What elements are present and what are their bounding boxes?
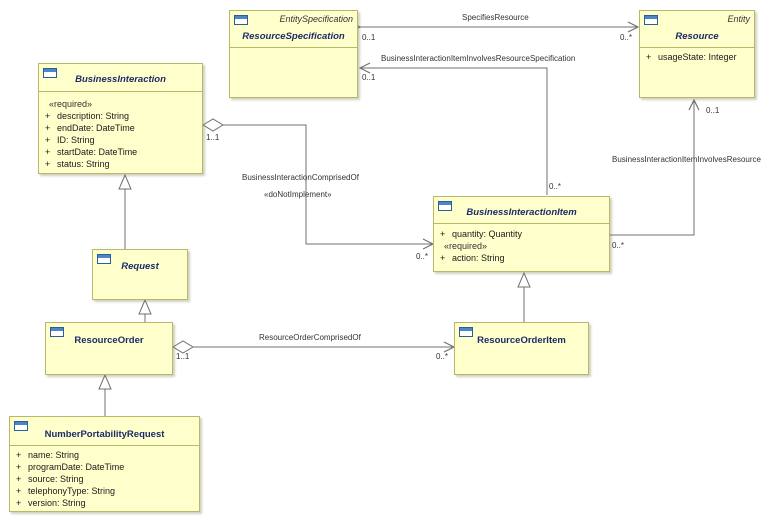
class-separator <box>230 47 357 48</box>
class-icon <box>50 327 64 337</box>
class-name: Resource <box>675 31 719 42</box>
class-icon <box>234 15 248 25</box>
class-business-interaction[interactable]: BusinessInteraction «required» +descript… <box>38 63 203 174</box>
class-attributes: +name: String +programDate: DateTime +so… <box>16 449 197 509</box>
class-icon <box>438 201 452 211</box>
attribute-row: +version: String <box>16 498 86 508</box>
bii-resource-spec-target-multiplicity: 0..* <box>549 182 562 191</box>
attribute-row: +endDate: DateTime <box>45 123 135 133</box>
class-icon <box>43 68 57 78</box>
class-resource-order-item[interactable]: ResourceOrderItem <box>454 322 589 375</box>
class-name: ResourceOrderItem <box>477 335 566 346</box>
class-stereotype: Entity <box>727 14 750 24</box>
class-resource-order[interactable]: ResourceOrder <box>45 322 173 375</box>
npr-generalization-triangle <box>98 373 112 390</box>
class-name: Request <box>121 261 159 272</box>
ro-comprised-of-source-multiplicity: 1..1 <box>176 352 190 361</box>
attribute-row: +telephonyType: String <box>16 486 116 496</box>
attribute-row: +programDate: DateTime <box>16 462 125 472</box>
roi-generalization-triangle <box>517 271 531 288</box>
attribute-row: +usageState: Integer <box>646 52 737 62</box>
bi-comprised-of-target-multiplicity: 0..* <box>416 252 429 261</box>
bii-resource-source-multiplicity: 0..1 <box>706 106 720 115</box>
class-business-interaction-item[interactable]: BusinessInteractionItem +quantity: Quant… <box>433 196 610 272</box>
class-separator <box>640 47 754 48</box>
bi-comprised-of-source-multiplicity: 1..1 <box>206 133 220 142</box>
specifies-resource-source-multiplicity: 0..1 <box>362 33 376 42</box>
class-number-portability-request[interactable]: NumberPortabilityRequest +name: String +… <box>9 416 200 512</box>
specifies-resource-target-multiplicity: 0..* <box>620 33 633 42</box>
class-attributes: «required» +description: String +endDate… <box>45 98 200 170</box>
attribute-row: +status: String <box>45 159 110 169</box>
class-icon <box>97 254 111 264</box>
attribute-row: +ID: String <box>45 135 95 145</box>
bii-resource-spec-source-multiplicity: 0..1 <box>362 73 376 82</box>
class-request[interactable]: Request <box>92 249 188 300</box>
class-separator <box>39 91 202 92</box>
class-icon <box>459 327 473 337</box>
class-name: ResourceSpecification <box>242 31 345 42</box>
class-name: NumberPortabilityRequest <box>44 429 165 440</box>
bi-aggregation-diamond <box>202 118 224 132</box>
bii-resource-spec-line[interactable] <box>360 68 548 195</box>
bii-resource-target-multiplicity: 0..* <box>612 241 625 250</box>
attribute-row: +source: String <box>16 474 84 484</box>
constraint-label: «required» <box>49 99 93 109</box>
resource-order-generalization-triangle <box>138 298 152 315</box>
class-icon <box>644 15 658 25</box>
class-name: BusinessInteraction <box>75 74 166 85</box>
bi-comprised-of-label: BusinessInteractionComprisedOf <box>242 173 359 182</box>
bii-resource-label: BusinessInteractionItemInvolvesResource <box>612 155 761 164</box>
ro-comprised-of-label: ResourceOrderComprisedOf <box>259 333 361 342</box>
bii-resource-spec-label: BusinessInteractionItemInvolvesResourceS… <box>381 54 576 63</box>
bii-resource-line[interactable] <box>610 100 694 236</box>
class-name: ResourceOrder <box>74 335 144 346</box>
ro-aggregation-diamond <box>172 340 194 354</box>
class-icon <box>14 421 28 431</box>
attribute-row: +description: String <box>45 111 130 121</box>
attribute-row: +name: String <box>16 450 80 460</box>
request-generalization-triangle <box>118 173 132 190</box>
attribute-row: +quantity: Quantity <box>440 229 523 239</box>
attribute-row: +action: String <box>440 253 505 263</box>
class-separator <box>10 445 199 446</box>
class-stereotype: EntitySpecification <box>279 14 353 24</box>
class-separator <box>434 223 609 224</box>
attribute-row: +startDate: DateTime <box>45 147 138 157</box>
ro-comprised-of-target-multiplicity: 0..* <box>436 352 449 361</box>
bi-comprised-of-stereotype: «doNotImplement» <box>264 190 332 199</box>
class-name: BusinessInteractionItem <box>466 207 577 218</box>
specifies-resource-label: SpecifiesResource <box>462 13 529 22</box>
class-resource[interactable]: Entity Resource +usageState: Integer <box>639 10 755 98</box>
class-resource-specification[interactable]: EntitySpecification ResourceSpecificatio… <box>229 10 358 98</box>
bi-comprised-of-line[interactable] <box>223 124 433 244</box>
class-attributes: +usageState: Integer <box>646 51 752 63</box>
constraint-label: «required» <box>444 241 488 251</box>
class-attributes: +quantity: Quantity «required» +action: … <box>440 228 607 264</box>
